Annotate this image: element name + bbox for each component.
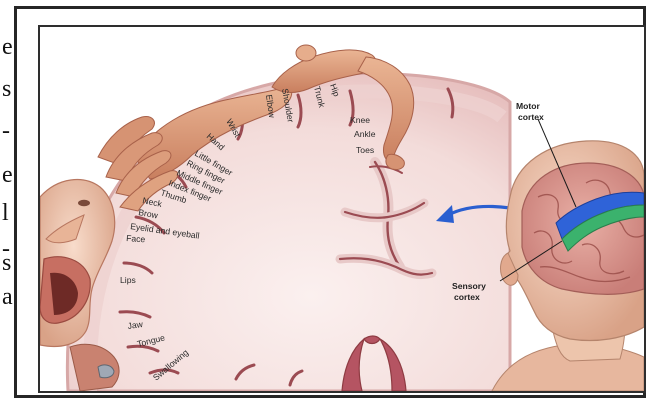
side-letter: s xyxy=(2,76,11,103)
label-face: Face xyxy=(126,233,146,244)
label-motor-cortex-line1: Motor xyxy=(516,101,541,111)
label-toes: Toes xyxy=(356,145,374,155)
figure-frame: Hip Trunk Shoulder Elbow Wrist Hand Litt… xyxy=(14,6,646,398)
side-head xyxy=(492,119,644,391)
homunculus-illustration: Hip Trunk Shoulder Elbow Wrist Hand Litt… xyxy=(40,27,644,391)
side-letter: - xyxy=(2,118,10,145)
side-letter: l xyxy=(2,200,9,227)
side-letter: e xyxy=(2,34,13,61)
side-letter: a xyxy=(2,284,13,311)
label-sensory-cortex-line2: cortex xyxy=(454,292,480,302)
figure-illustration: Hip Trunk Shoulder Elbow Wrist Hand Litt… xyxy=(38,25,646,393)
side-letter: s xyxy=(2,250,11,277)
label-lips: Lips xyxy=(120,275,136,285)
label-motor-cortex-line2: cortex xyxy=(518,112,544,122)
side-letter: e xyxy=(2,162,13,189)
label-ankle: Ankle xyxy=(354,129,376,139)
label-knee: Knee xyxy=(350,115,370,125)
label-sensory-cortex-line1: Sensory xyxy=(452,281,486,291)
